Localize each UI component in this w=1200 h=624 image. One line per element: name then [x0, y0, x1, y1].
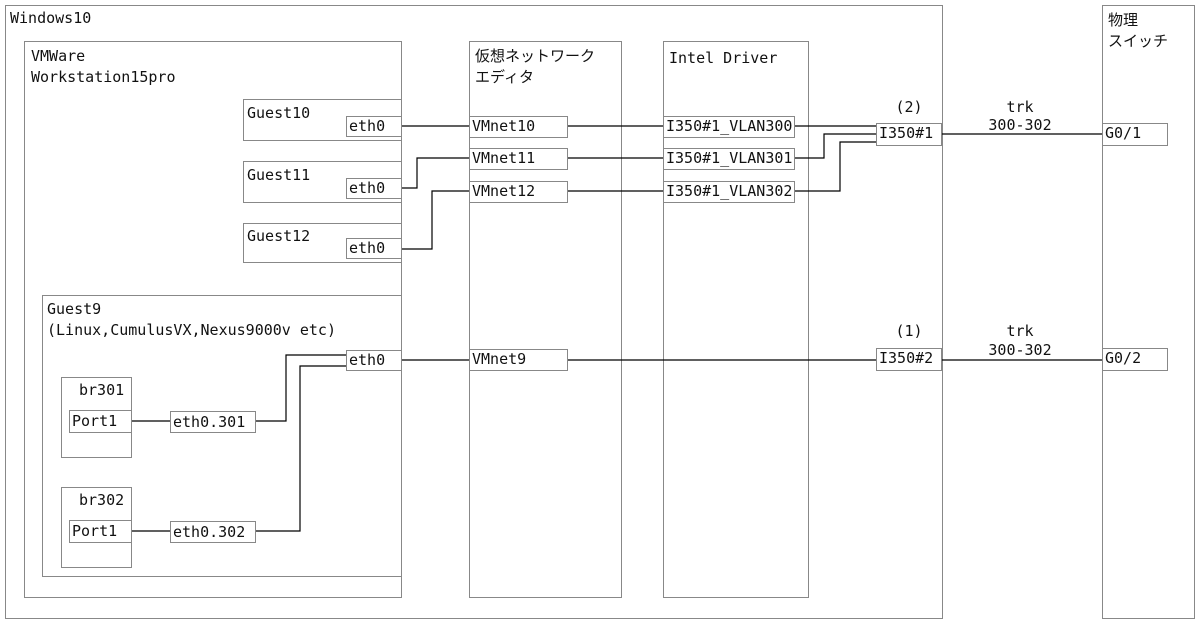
switch-port-g0-2: G0/2 [1102, 348, 1168, 371]
br301-port1: Port1 [69, 410, 132, 433]
guest9-eth0: eth0 [346, 350, 402, 371]
guest10-eth0: eth0 [346, 116, 402, 137]
br301-label: br301 [79, 381, 125, 399]
trunk2-label-line1: trk [1006, 322, 1034, 340]
windows10-label: Windows10 [10, 9, 92, 27]
vlan300: I350#1_VLAN300 [663, 116, 795, 138]
vlan301: I350#1_VLAN301 [663, 148, 795, 170]
vnet-editor-title-line1: 仮想ネットワーク [475, 47, 596, 65]
physical-switch-title-line1: 物理 [1108, 11, 1139, 29]
guest11-eth0: eth0 [346, 178, 402, 199]
nic2-marker: (1) [895, 322, 923, 340]
vmnet9: VMnet9 [469, 349, 568, 371]
physical-switch [1102, 5, 1195, 619]
nic1-marker: (2) [895, 98, 923, 116]
vmnet11: VMnet11 [469, 148, 568, 170]
eth0-301: eth0.301 [170, 411, 256, 433]
br302-label: br302 [79, 491, 125, 509]
guest12-eth0: eth0 [346, 238, 402, 259]
nic2-i350-2: I350#2 [876, 348, 942, 371]
br302-port1: Port1 [69, 520, 132, 543]
trunk1-label-line2: 300-302 [988, 116, 1052, 134]
vmware-label-line1: VMWare [31, 47, 86, 65]
trunk1-label-line1: trk [1006, 98, 1034, 116]
vlan302: I350#1_VLAN302 [663, 181, 795, 203]
trunk2-label-line2: 300-302 [988, 341, 1052, 359]
nic1-i350-1: I350#1 [876, 123, 942, 146]
vnet-editor-title-line2: エディタ [475, 68, 534, 86]
vmnet12: VMnet12 [469, 181, 568, 203]
eth0-302: eth0.302 [170, 521, 256, 543]
guest9-label: Guest9 [47, 300, 102, 318]
switch-port-g0-1: G0/1 [1102, 123, 1168, 146]
guest10-label: Guest10 [247, 104, 311, 122]
physical-switch-title-line2: スイッチ [1108, 32, 1169, 50]
guest12-label: Guest12 [247, 227, 311, 245]
guest9-sublabel: (Linux,CumulusVX,Nexus9000v etc) [47, 321, 336, 339]
vmware-label-line2: Workstation15pro [31, 68, 176, 86]
vmnet10: VMnet10 [469, 116, 568, 138]
guest11-label: Guest11 [247, 166, 311, 184]
intel-driver-title: Intel Driver [669, 49, 778, 67]
